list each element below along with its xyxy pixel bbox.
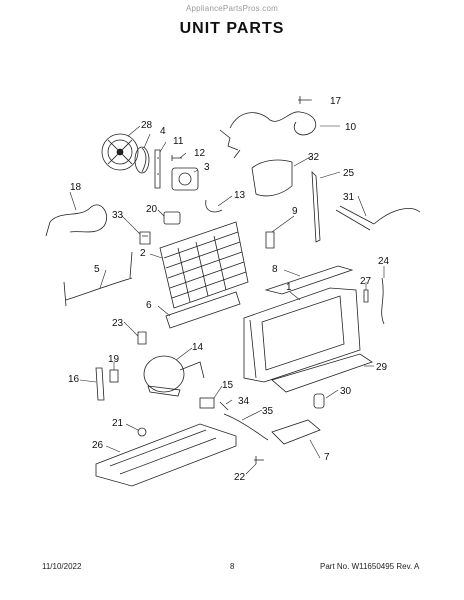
part-fan-motor: [171, 167, 199, 191]
callout-1: 1: [286, 282, 292, 293]
part-tubing-35: [223, 413, 269, 441]
page-title: UNIT PARTS: [179, 20, 285, 37]
part-cabinet-frame: [243, 287, 361, 383]
callout-9: 9: [292, 206, 298, 217]
part-gasket-20: [163, 211, 181, 225]
callout-31: 31: [343, 192, 355, 203]
watermark: AppliancePartsPros.com: [186, 4, 278, 13]
part-drier-16: [95, 367, 105, 401]
callout-20: 20: [146, 204, 158, 215]
part-fan-shroud: [101, 133, 139, 171]
callout-26: 26: [92, 440, 104, 451]
part-gasket-8: [264, 265, 354, 295]
part-cover-32: [251, 159, 293, 197]
part-screw-12: [171, 155, 182, 161]
callout-12: 12: [194, 148, 206, 159]
callout-19: 19: [108, 354, 120, 365]
callout-23: 23: [112, 318, 124, 329]
part-panel-29: [271, 353, 373, 393]
callout-2: 2: [140, 248, 146, 259]
part-tube-25: [311, 170, 321, 243]
callout-7: 7: [324, 452, 330, 463]
part-screw-27: [363, 289, 369, 303]
callout-34: 34: [238, 396, 250, 407]
callout-6: 6: [146, 300, 152, 311]
callout-29: 29: [376, 362, 388, 373]
part-wire-harness-10: [229, 111, 317, 136]
callout-24: 24: [378, 256, 390, 267]
part-base-plate: [95, 423, 237, 487]
part-drier-31: [335, 205, 421, 231]
footer-page-number: 8: [230, 562, 235, 571]
callout-13: 13: [234, 190, 246, 201]
callout-14: 14: [192, 342, 204, 353]
part-plug-19: [109, 369, 119, 383]
part-relay-9: [265, 231, 275, 249]
part-fan-blade: [134, 146, 150, 174]
part-tray-6: [165, 291, 241, 329]
part-wire-harness-18: [45, 204, 107, 237]
part-overload-15: [199, 397, 215, 409]
part-drain-pan-7: [271, 419, 321, 445]
callout-4: 4: [160, 126, 166, 137]
callout-5: 5: [94, 264, 100, 275]
part-sensor-13: [205, 199, 223, 213]
callout-17: 17: [330, 96, 342, 107]
part-capacitor-30: [313, 393, 325, 409]
callout-16: 16: [68, 374, 80, 385]
part-screw-17: [298, 96, 310, 104]
footer-date: 11/10/2022: [42, 562, 82, 571]
callout-18: 18: [70, 182, 82, 193]
part-bracket: [154, 149, 161, 189]
callout-10: 10: [345, 122, 357, 133]
callout-28: 28: [141, 120, 153, 131]
part-condenser-coil: [159, 221, 249, 309]
part-rod-5: [63, 251, 133, 307]
callout-22: 22: [234, 472, 246, 483]
callout-25: 25: [343, 168, 355, 179]
part-compressor: [143, 355, 205, 397]
part-cable-24: [381, 277, 385, 325]
part-grommet-21: [137, 427, 147, 437]
callout-8: 8: [272, 264, 278, 275]
callout-33: 33: [112, 210, 124, 221]
callout-30: 30: [340, 386, 352, 397]
part-valve-23: [137, 331, 147, 345]
callout-11: 11: [173, 136, 184, 147]
callout-27: 27: [360, 276, 372, 287]
callout-32: 32: [308, 152, 320, 163]
part-tube-34: [219, 401, 229, 411]
part-clip-33: [139, 231, 151, 245]
footer-part-number: Part No. W11650495 Rev. A: [320, 562, 420, 571]
callout-3: 3: [204, 162, 210, 173]
part-screw-22: [254, 456, 264, 464]
callout-35: 35: [262, 406, 274, 417]
callout-21: 21: [112, 418, 124, 429]
callout-15: 15: [222, 380, 234, 391]
